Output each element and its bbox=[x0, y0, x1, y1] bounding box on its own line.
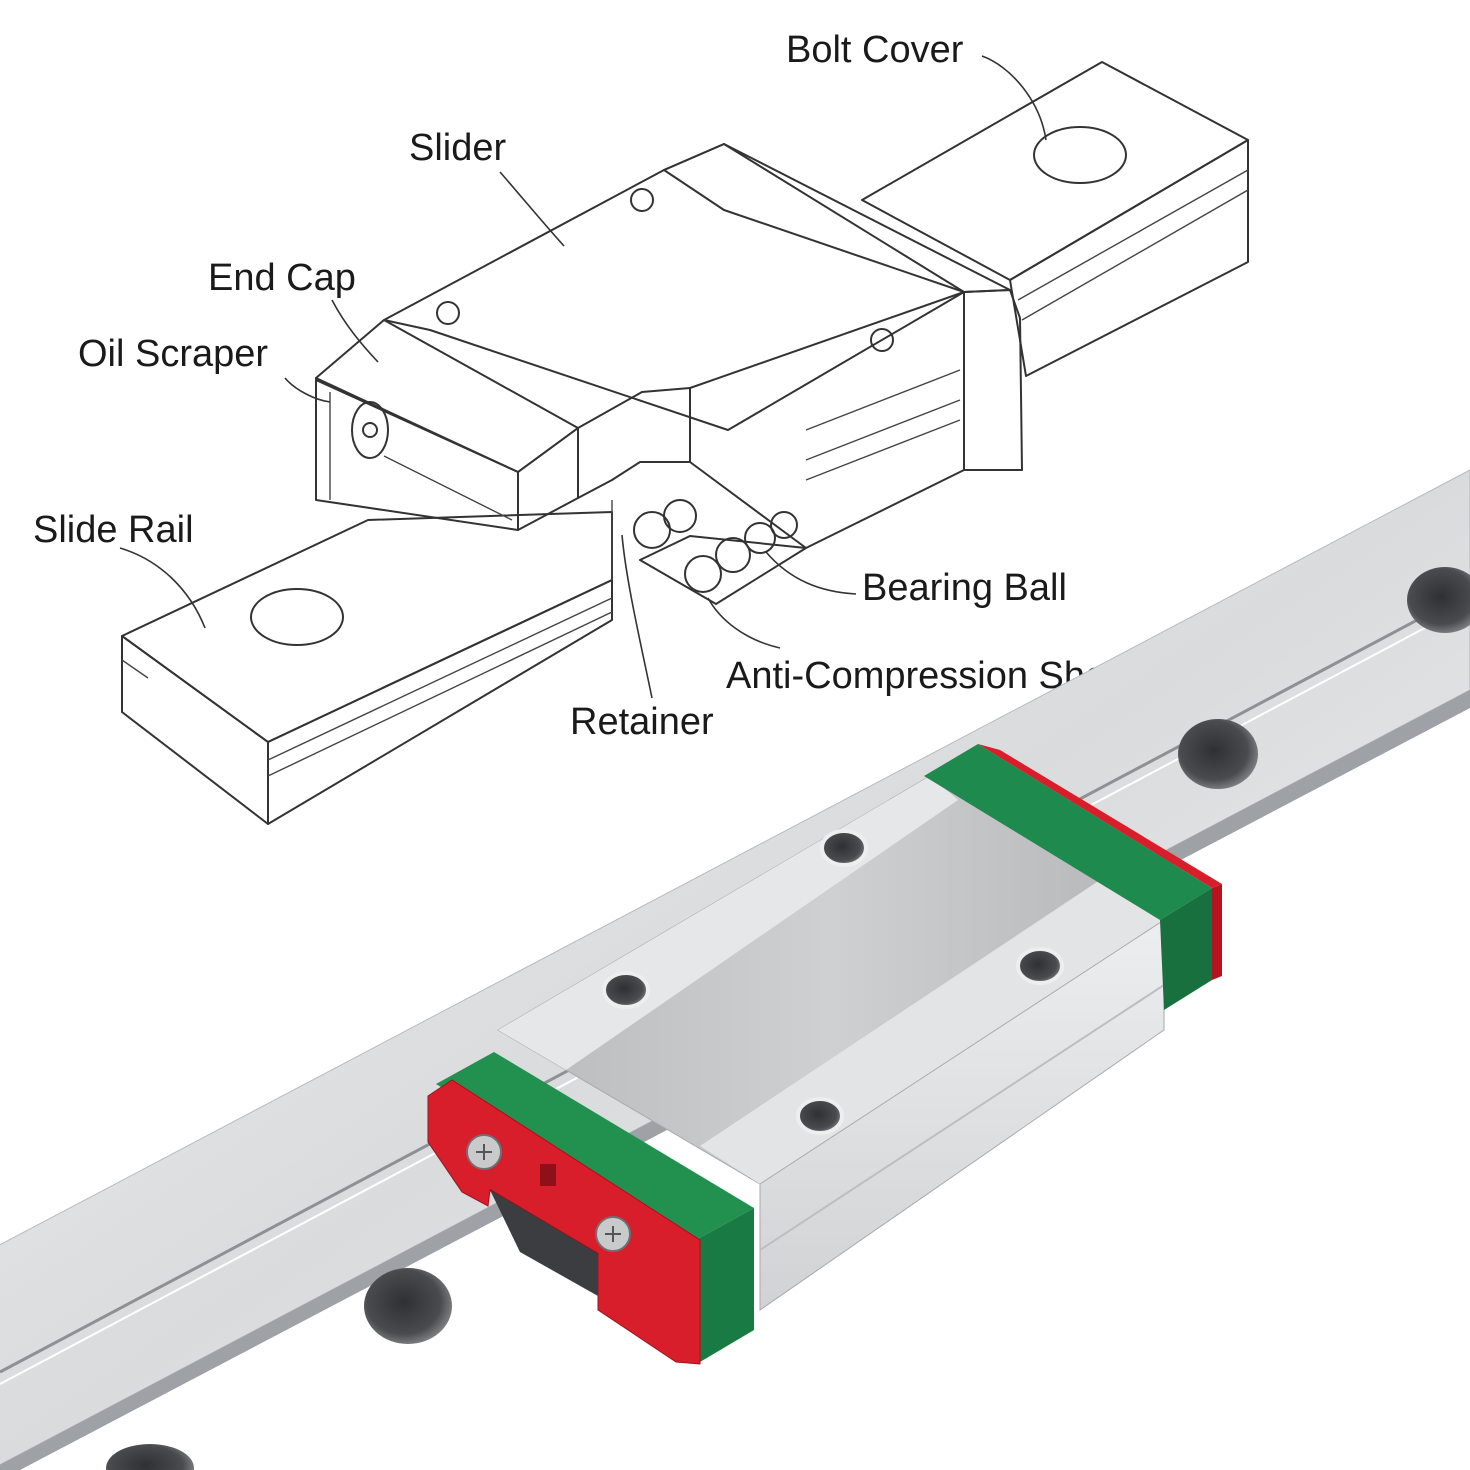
front-rail-outline bbox=[121, 511, 613, 825]
rear-seal bbox=[924, 744, 1222, 1010]
rear-rail-outline bbox=[861, 61, 1249, 377]
threaded-hole bbox=[820, 829, 868, 867]
slider-outline bbox=[383, 143, 1023, 549]
threaded-hole bbox=[1016, 947, 1064, 985]
label-retainer: Retainer bbox=[570, 701, 714, 743]
label-slide-rail: Slide Rail bbox=[33, 509, 194, 551]
bearing-ball bbox=[770, 511, 798, 539]
label-end-cap: End Cap bbox=[208, 257, 356, 299]
rail-mounting-hole bbox=[1407, 567, 1470, 633]
grease-port bbox=[540, 1164, 556, 1186]
label-oil-scraper: Oil Scraper bbox=[78, 333, 268, 375]
carriage-block bbox=[497, 775, 1165, 1311]
cutaway-section bbox=[577, 387, 807, 605]
rail-mounting-hole bbox=[1178, 719, 1258, 789]
rear-bolt-cover-hole bbox=[1033, 126, 1127, 184]
label-bearing-ball: Bearing Ball bbox=[862, 567, 1067, 609]
end-cap-outline bbox=[315, 319, 579, 531]
product-photo bbox=[0, 469, 1470, 1470]
label-bolt-cover: Bolt Cover bbox=[786, 29, 964, 71]
front-bolt-cover-hole bbox=[250, 588, 344, 646]
bearing-ball bbox=[744, 522, 776, 554]
leader-lines bbox=[119, 55, 1047, 699]
threaded-hole bbox=[602, 971, 650, 1009]
bearing-ball bbox=[663, 499, 697, 533]
bearing-ball bbox=[684, 555, 722, 593]
threaded-hole bbox=[796, 1097, 844, 1135]
label-slider: Slider bbox=[409, 127, 506, 169]
front-seal bbox=[427, 1052, 754, 1365]
rail-mounting-hole bbox=[364, 1268, 452, 1344]
bearing-ball bbox=[715, 537, 751, 573]
bearing-ball bbox=[633, 511, 671, 549]
bearing-balls bbox=[633, 499, 798, 593]
rail-mounting-hole bbox=[106, 1444, 194, 1470]
